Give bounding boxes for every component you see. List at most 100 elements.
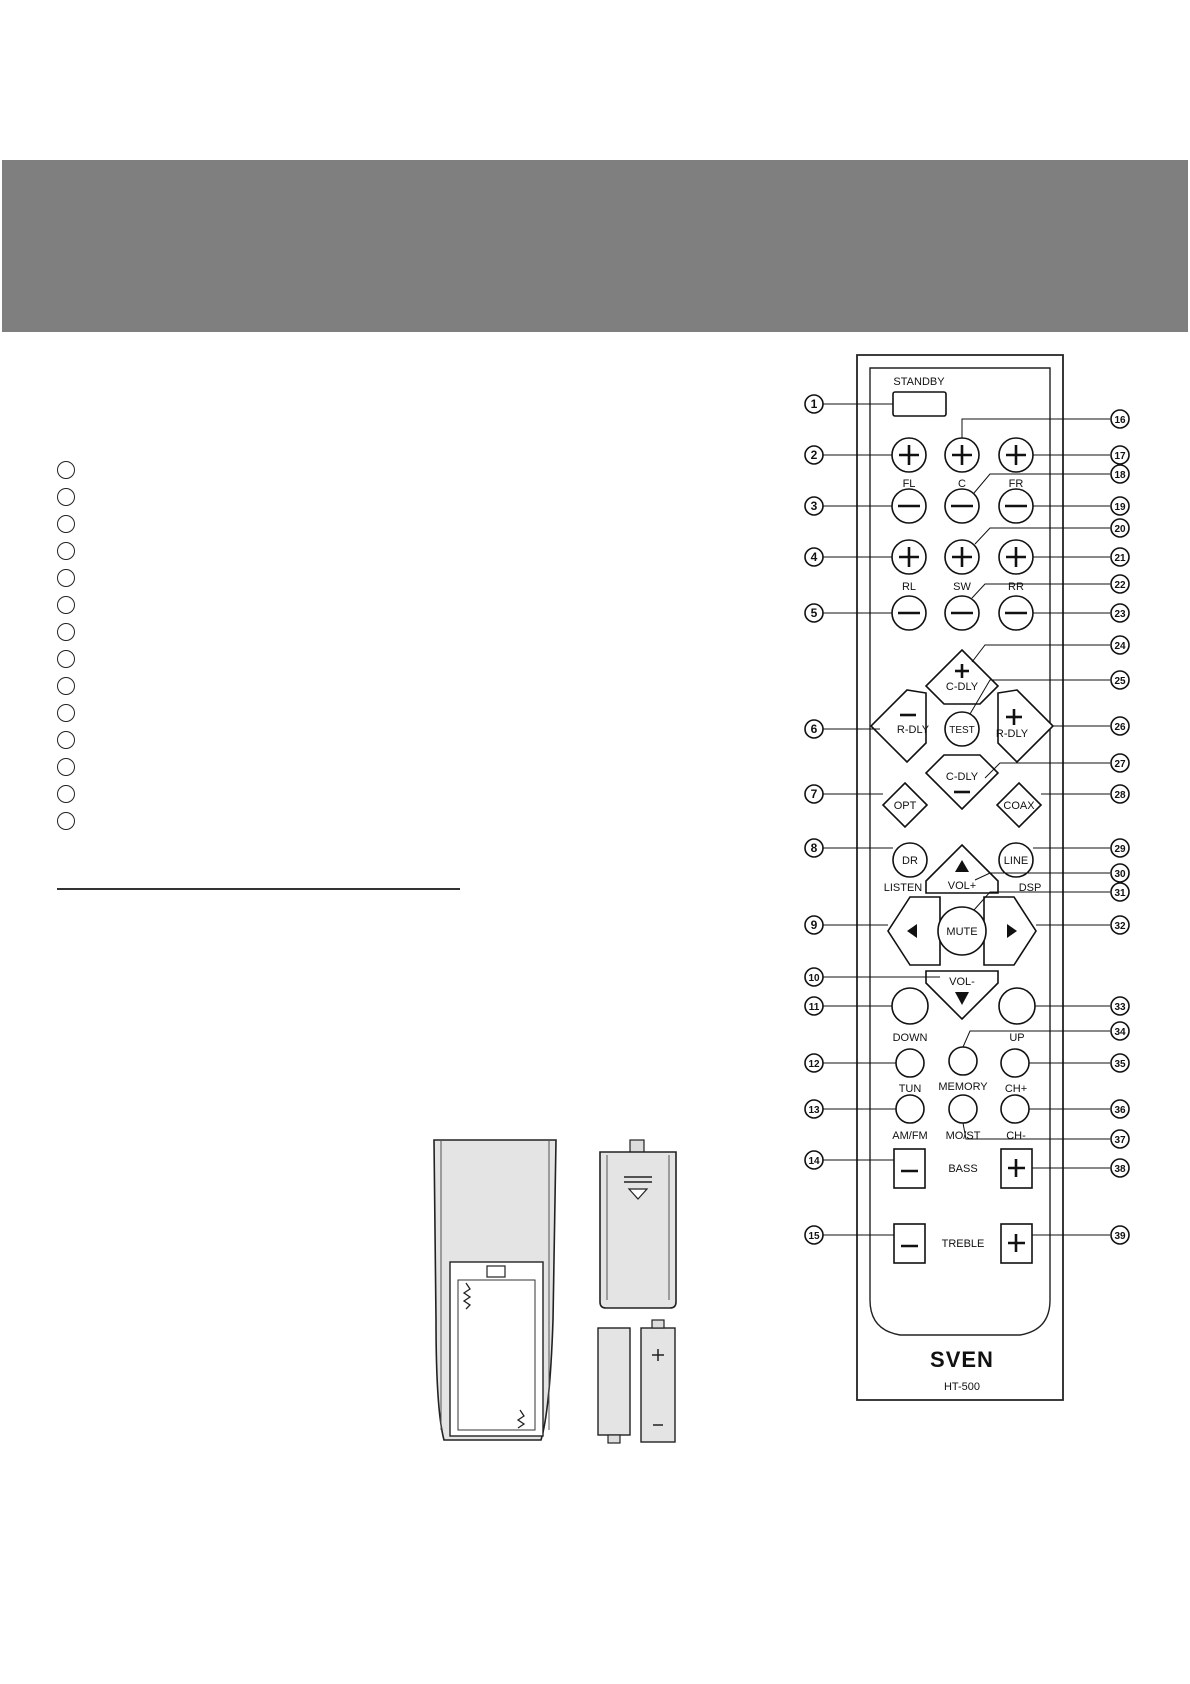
- list-bullet: [57, 731, 75, 749]
- mute-button[interactable]: [937, 906, 987, 956]
- label-c-dly-down: C-DLY: [946, 771, 979, 783]
- arrow-down-icon: [955, 992, 969, 1005]
- svg-text:16: 16: [1114, 415, 1126, 426]
- up-button[interactable]: [998, 987, 1036, 1025]
- label-fl: FL: [903, 478, 916, 490]
- bass-minus-button[interactable]: [893, 1148, 926, 1189]
- list-bullet: [57, 488, 75, 506]
- list-bullet: [57, 758, 75, 776]
- svg-text:37: 37: [1114, 1135, 1126, 1146]
- label-mute: MUTE: [946, 926, 977, 938]
- label-r-dly-left: R-DLY: [897, 724, 930, 736]
- am-fm-button[interactable]: [895, 1094, 925, 1124]
- svg-text:11: 11: [809, 1002, 820, 1013]
- label-line: LINE: [1004, 855, 1028, 867]
- svg-text:18: 18: [1114, 470, 1126, 481]
- svg-text:3: 3: [811, 499, 818, 513]
- ch-down-button[interactable]: [1000, 1094, 1030, 1124]
- down-button[interactable]: [891, 987, 929, 1025]
- list-bullet: [57, 650, 75, 668]
- svg-text:27: 27: [1114, 759, 1126, 770]
- label-r-dly-right: R-DLY: [996, 728, 1029, 740]
- r-dly-minus-button[interactable]: [869, 689, 927, 764]
- svg-text:31: 31: [1114, 888, 1126, 899]
- opt-button[interactable]: [881, 781, 929, 829]
- c-dly-minus-button[interactable]: [924, 754, 1000, 811]
- label-vol-up: VOL+: [948, 880, 976, 892]
- battery-left-illustration: [597, 1327, 631, 1444]
- r-dly-plus-button[interactable]: [997, 689, 1055, 764]
- label-vol-down: VOL-: [949, 976, 975, 988]
- list-bullet: [57, 785, 75, 803]
- svg-text:13: 13: [808, 1105, 820, 1116]
- svg-text:9: 9: [811, 918, 818, 932]
- arrow-left-icon: [907, 924, 917, 938]
- label-listen: LISTEN: [884, 882, 923, 894]
- svg-text:17: 17: [1114, 451, 1126, 462]
- label-mo-st: MO/ST: [946, 1130, 981, 1142]
- list-bullet: [57, 461, 75, 479]
- svg-text:26: 26: [1114, 722, 1126, 733]
- svg-text:36: 36: [1114, 1105, 1126, 1116]
- svg-text:35: 35: [1114, 1059, 1126, 1070]
- svg-text:24: 24: [1114, 641, 1126, 652]
- remote-back-illustration: [433, 1139, 557, 1441]
- label-dsp: DSP: [1019, 882, 1042, 894]
- label-up: UP: [1009, 1032, 1024, 1044]
- list-bullet: [57, 515, 75, 533]
- list-bullet: [57, 542, 75, 560]
- svg-text:33: 33: [1114, 1002, 1126, 1013]
- svg-text:8: 8: [811, 841, 818, 855]
- list-bullet: [57, 812, 75, 830]
- svg-text:14: 14: [808, 1156, 820, 1167]
- svg-text:12: 12: [808, 1059, 820, 1070]
- list-bullet: [57, 623, 75, 641]
- label-memory: MEMORY: [938, 1081, 988, 1093]
- treble-plus-button[interactable]: [1000, 1223, 1033, 1264]
- treble-minus-button[interactable]: [893, 1223, 926, 1264]
- battery-right-illustration: [640, 1319, 676, 1443]
- svg-text:22: 22: [1114, 580, 1126, 591]
- memory-button[interactable]: [948, 1046, 978, 1076]
- label-opt: OPT: [894, 800, 917, 812]
- mo-st-button[interactable]: [948, 1094, 978, 1124]
- arrow-right-icon: [1007, 924, 1017, 938]
- label-rl: RL: [902, 581, 916, 593]
- label-c-dly-up: C-DLY: [946, 681, 979, 693]
- svg-text:30: 30: [1114, 869, 1126, 880]
- svg-text:25: 25: [1114, 676, 1126, 687]
- model-name: HT-500: [944, 1381, 980, 1393]
- svg-text:32: 32: [1114, 921, 1126, 932]
- callout-markers: 1 2 3 4 5 6 7 8 9 10 11 12 13 14 15 16 1…: [804, 394, 1130, 1245]
- tun-button[interactable]: [895, 1048, 925, 1078]
- standby-button[interactable]: [892, 391, 947, 417]
- label-ch-down: CH-: [1006, 1130, 1026, 1142]
- label-c: C: [958, 478, 966, 490]
- coax-button[interactable]: [995, 781, 1043, 829]
- label-bass: BASS: [948, 1163, 977, 1175]
- svg-text:7: 7: [811, 787, 818, 801]
- svg-text:4: 4: [811, 550, 818, 564]
- svg-text:23: 23: [1114, 609, 1126, 620]
- svg-text:6: 6: [811, 722, 818, 736]
- label-treble: TREBLE: [942, 1238, 985, 1250]
- list-bullet: [57, 677, 75, 695]
- dr-button[interactable]: [892, 842, 928, 878]
- label-coax: COAX: [1003, 800, 1035, 812]
- test-button[interactable]: [944, 711, 980, 747]
- svg-text:34: 34: [1114, 1027, 1126, 1038]
- line-button[interactable]: [998, 842, 1034, 878]
- svg-text:21: 21: [1114, 553, 1126, 564]
- label-tun: TUN: [899, 1083, 922, 1095]
- svg-text:2: 2: [811, 448, 818, 462]
- label-sw: SW: [953, 581, 971, 593]
- svg-text:20: 20: [1114, 524, 1126, 535]
- svg-text:38: 38: [1114, 1164, 1126, 1175]
- list-bullet: [57, 596, 75, 614]
- ch-up-button[interactable]: [1000, 1048, 1030, 1078]
- list-bullet: [57, 704, 75, 722]
- svg-text:5: 5: [811, 606, 818, 620]
- section-divider: [57, 888, 460, 890]
- header-banner: [2, 160, 1188, 332]
